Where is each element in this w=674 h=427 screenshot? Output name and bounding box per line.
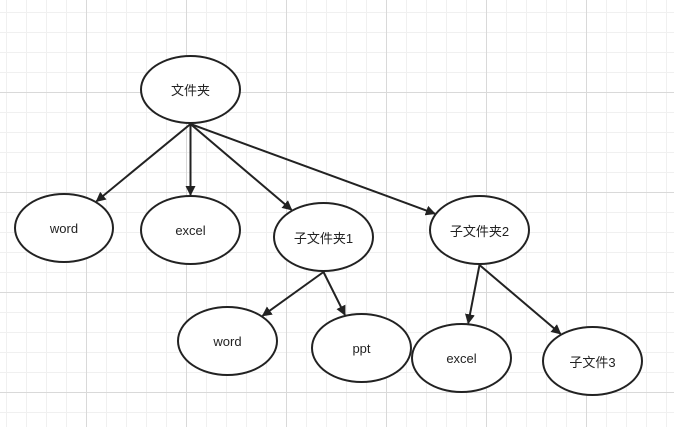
edge-layer xyxy=(95,123,562,335)
node-label: word xyxy=(49,220,79,236)
node-root-folder[interactable]: 文件夹 xyxy=(140,55,241,124)
node-label: excel xyxy=(175,222,206,238)
edge-sub2-to-sub3 xyxy=(478,264,562,335)
edge-sub2-to-excel2 xyxy=(465,264,481,325)
edge-root-to-sub1 xyxy=(189,123,293,211)
node-word[interactable]: word xyxy=(14,193,114,263)
edge-root-to-sub2 xyxy=(190,123,436,216)
node-word[interactable]: word xyxy=(177,306,278,376)
node-label: 子文件夹2 xyxy=(449,223,510,239)
node-excel[interactable]: excel xyxy=(411,323,512,393)
node-label: word xyxy=(213,333,242,349)
node-subfolder-1[interactable]: 子文件夹1 xyxy=(273,202,374,272)
node-label: 子文件3 xyxy=(569,354,616,370)
node-label: ppt xyxy=(352,340,371,356)
edge-sub1-to-word2 xyxy=(261,271,325,317)
node-ppt[interactable]: ppt xyxy=(311,313,412,383)
edge-sub1-to-ppt xyxy=(322,271,346,316)
node-label: excel xyxy=(446,350,477,366)
node-label: 文件夹 xyxy=(170,83,210,98)
node-subfile-3[interactable]: 子文件3 xyxy=(542,326,643,396)
edge-root-to-word1 xyxy=(95,123,192,203)
node-subfolder-2[interactable]: 子文件夹2 xyxy=(429,195,530,265)
node-label: 子文件夹1 xyxy=(293,230,354,246)
node-excel[interactable]: excel xyxy=(140,195,241,265)
